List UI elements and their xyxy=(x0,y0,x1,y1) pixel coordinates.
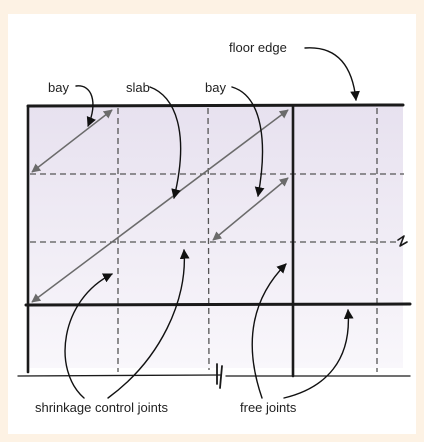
span-arrows xyxy=(31,109,289,303)
label-floor-edge: floor edge xyxy=(229,40,287,55)
label-slab: slab xyxy=(126,80,150,95)
label-bay-right: bay xyxy=(205,80,226,95)
label-shrinkage-control-joints: shrinkage control joints xyxy=(35,400,168,415)
leader-arrows xyxy=(64,47,360,399)
label-bay-left: bay xyxy=(48,80,69,95)
label-free-joints: free joints xyxy=(240,400,297,415)
slab-outline xyxy=(17,103,412,389)
